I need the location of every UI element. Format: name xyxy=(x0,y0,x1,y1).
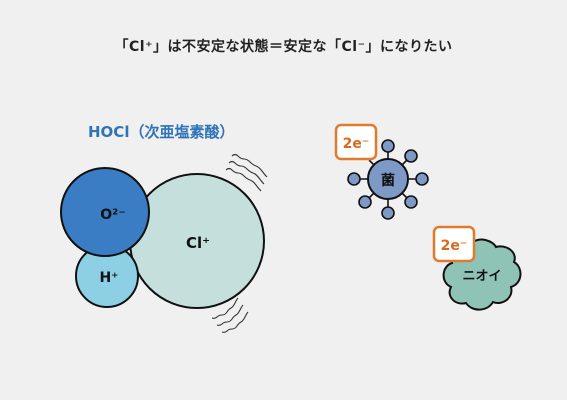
vibration-marks-bottom xyxy=(211,297,249,333)
odor-electron-badge: 2e⁻ xyxy=(432,225,476,263)
chlorine-label: Cl⁺ xyxy=(186,234,210,252)
bacteria-electron-label: 2e⁻ xyxy=(343,136,370,152)
molecule-name: HOCl（次亜塩素酸） xyxy=(88,123,234,141)
odor-label: ニオイ xyxy=(462,269,501,284)
oxygen-atom xyxy=(60,167,150,257)
hocl-molecule: O²⁻ H⁺ Cl⁺ xyxy=(60,167,265,309)
bacteria-electron-badge: 2e⁻ xyxy=(334,123,378,161)
odor-electron-label: 2e⁻ xyxy=(441,238,468,254)
headline: 「Cl⁺」は不安定な状態＝安定な「Cl⁻」になりたい xyxy=(114,39,453,55)
bacteria-label: 菌 xyxy=(381,172,395,189)
hydrogen-label: H⁺ xyxy=(99,270,118,286)
vibration-marks-top xyxy=(225,153,268,192)
oxygen-label: O²⁻ xyxy=(100,207,125,223)
bacteria-body xyxy=(367,158,409,200)
